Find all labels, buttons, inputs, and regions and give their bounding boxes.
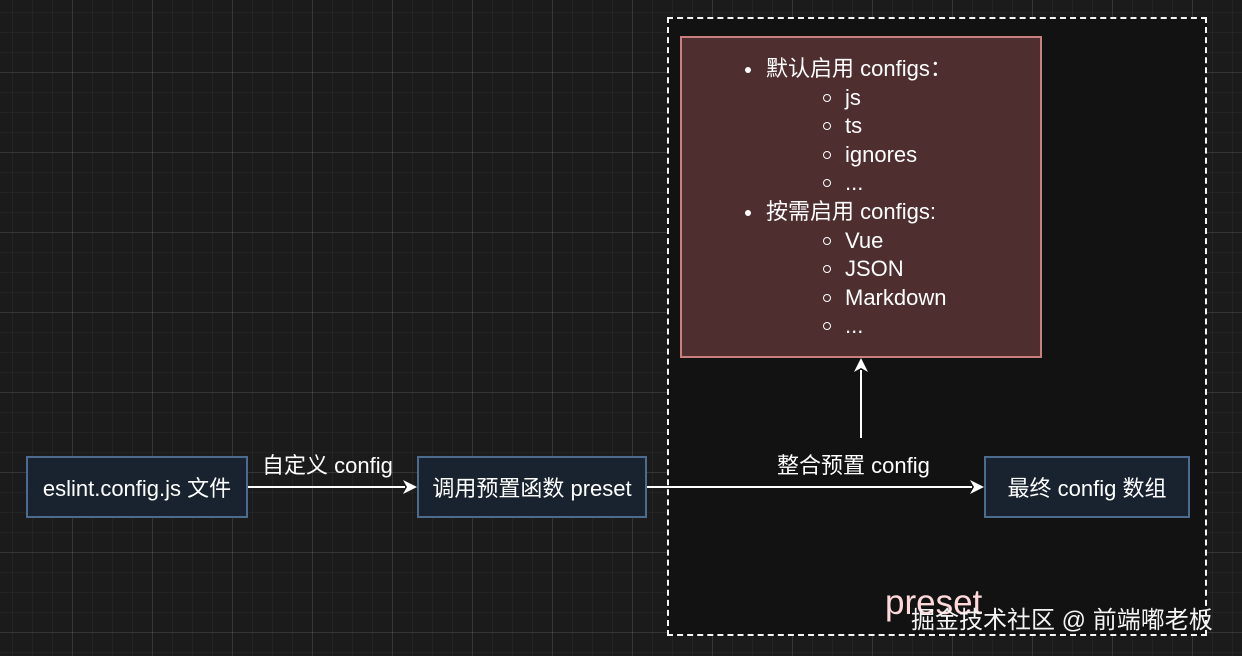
config-list-box: 默认启用 configs： js ts ignores ... 按需启用 con… <box>680 36 1042 358</box>
arrow-to-config-box <box>854 358 868 438</box>
preset-function-node: 调用预置函数 preset <box>417 456 647 518</box>
merge-preset-edge-label: 整合预置 config <box>777 453 930 478</box>
optional-config-item: Vue <box>822 227 883 256</box>
preset-region-label: preset <box>885 583 983 622</box>
optional-config-item: JSON <box>823 255 904 284</box>
optional-config-item: Markdown <box>822 284 946 313</box>
default-config-item: ... <box>822 169 863 198</box>
arrow-preset-to-final <box>647 480 984 494</box>
optional-config-item: ... <box>822 312 863 341</box>
eslint-config-node: eslint.config.js 文件 <box>26 456 248 518</box>
default-configs-title: 默认启用 configs： <box>745 55 952 84</box>
watermark: 掘金技术社区 @ 前端嘟老板 <box>911 607 1213 634</box>
default-config-item: ignores <box>822 141 917 170</box>
final-config-node: 最终 config 数组 <box>984 456 1190 518</box>
default-config-item: ts <box>822 112 862 141</box>
default-config-item: js <box>823 84 861 113</box>
arrow-eslint-to-preset <box>248 480 417 494</box>
optional-configs-title: 按需启用 configs: <box>745 198 936 227</box>
config-list: 默认启用 configs： js ts ignores ... 按需启用 con… <box>682 38 1040 356</box>
custom-config-edge-label: 自定义 config <box>262 453 393 478</box>
